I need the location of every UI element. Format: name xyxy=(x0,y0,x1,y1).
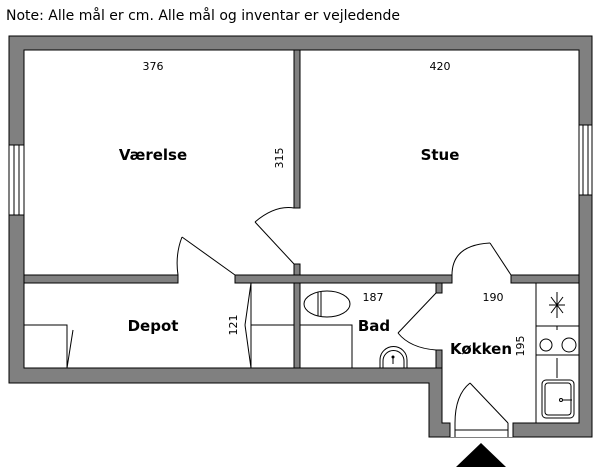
shower-area xyxy=(299,324,353,369)
wall-vaerelse-stue xyxy=(293,49,301,209)
wall-depot-bad xyxy=(293,282,301,369)
door-stue-kokken[interactable] xyxy=(451,242,512,276)
stove-icon xyxy=(539,337,577,378)
depot-shelf-left xyxy=(23,324,74,369)
entrance-arrow-icon xyxy=(456,443,506,467)
fridge-icon xyxy=(549,292,565,318)
kitchen-counter xyxy=(535,283,579,423)
room-label-depot: Depot xyxy=(128,317,179,335)
dim-kokken-depth: 195 xyxy=(514,336,527,357)
room-label-stue: Stue xyxy=(421,146,460,164)
window-right xyxy=(578,124,593,196)
bathroom-sink-icon xyxy=(379,346,408,369)
kitchen-sink-icon xyxy=(541,379,575,419)
wall-stub xyxy=(293,263,301,276)
door-stue[interactable] xyxy=(254,207,295,265)
dim-depot-depth: 121 xyxy=(227,315,240,336)
toilet-icon xyxy=(303,290,351,318)
room-label-kokken: Køkken xyxy=(450,340,512,358)
room-label-bad: Bad xyxy=(358,317,390,335)
door-vaerelse[interactable] xyxy=(176,236,236,276)
dim-vaerelse-depth: 315 xyxy=(273,148,286,169)
dim-kokken-width: 190 xyxy=(483,291,504,304)
dim-bad-width: 187 xyxy=(363,291,384,304)
depot-closet-right xyxy=(244,282,294,369)
window-left xyxy=(8,144,25,216)
note-text: Note: Alle mål er cm. Alle mål og invent… xyxy=(6,8,401,24)
dim-vaerelse-width: 376 xyxy=(143,60,164,73)
wall-bad-kokken xyxy=(435,282,443,294)
interior-wall-horizontal xyxy=(23,274,580,284)
wall-stub xyxy=(435,349,443,369)
dim-stue-width: 420 xyxy=(430,60,451,73)
door-entrance[interactable] xyxy=(454,382,509,424)
door-bad[interactable] xyxy=(397,292,437,351)
room-label-vaerelse: Værelse xyxy=(119,146,187,164)
